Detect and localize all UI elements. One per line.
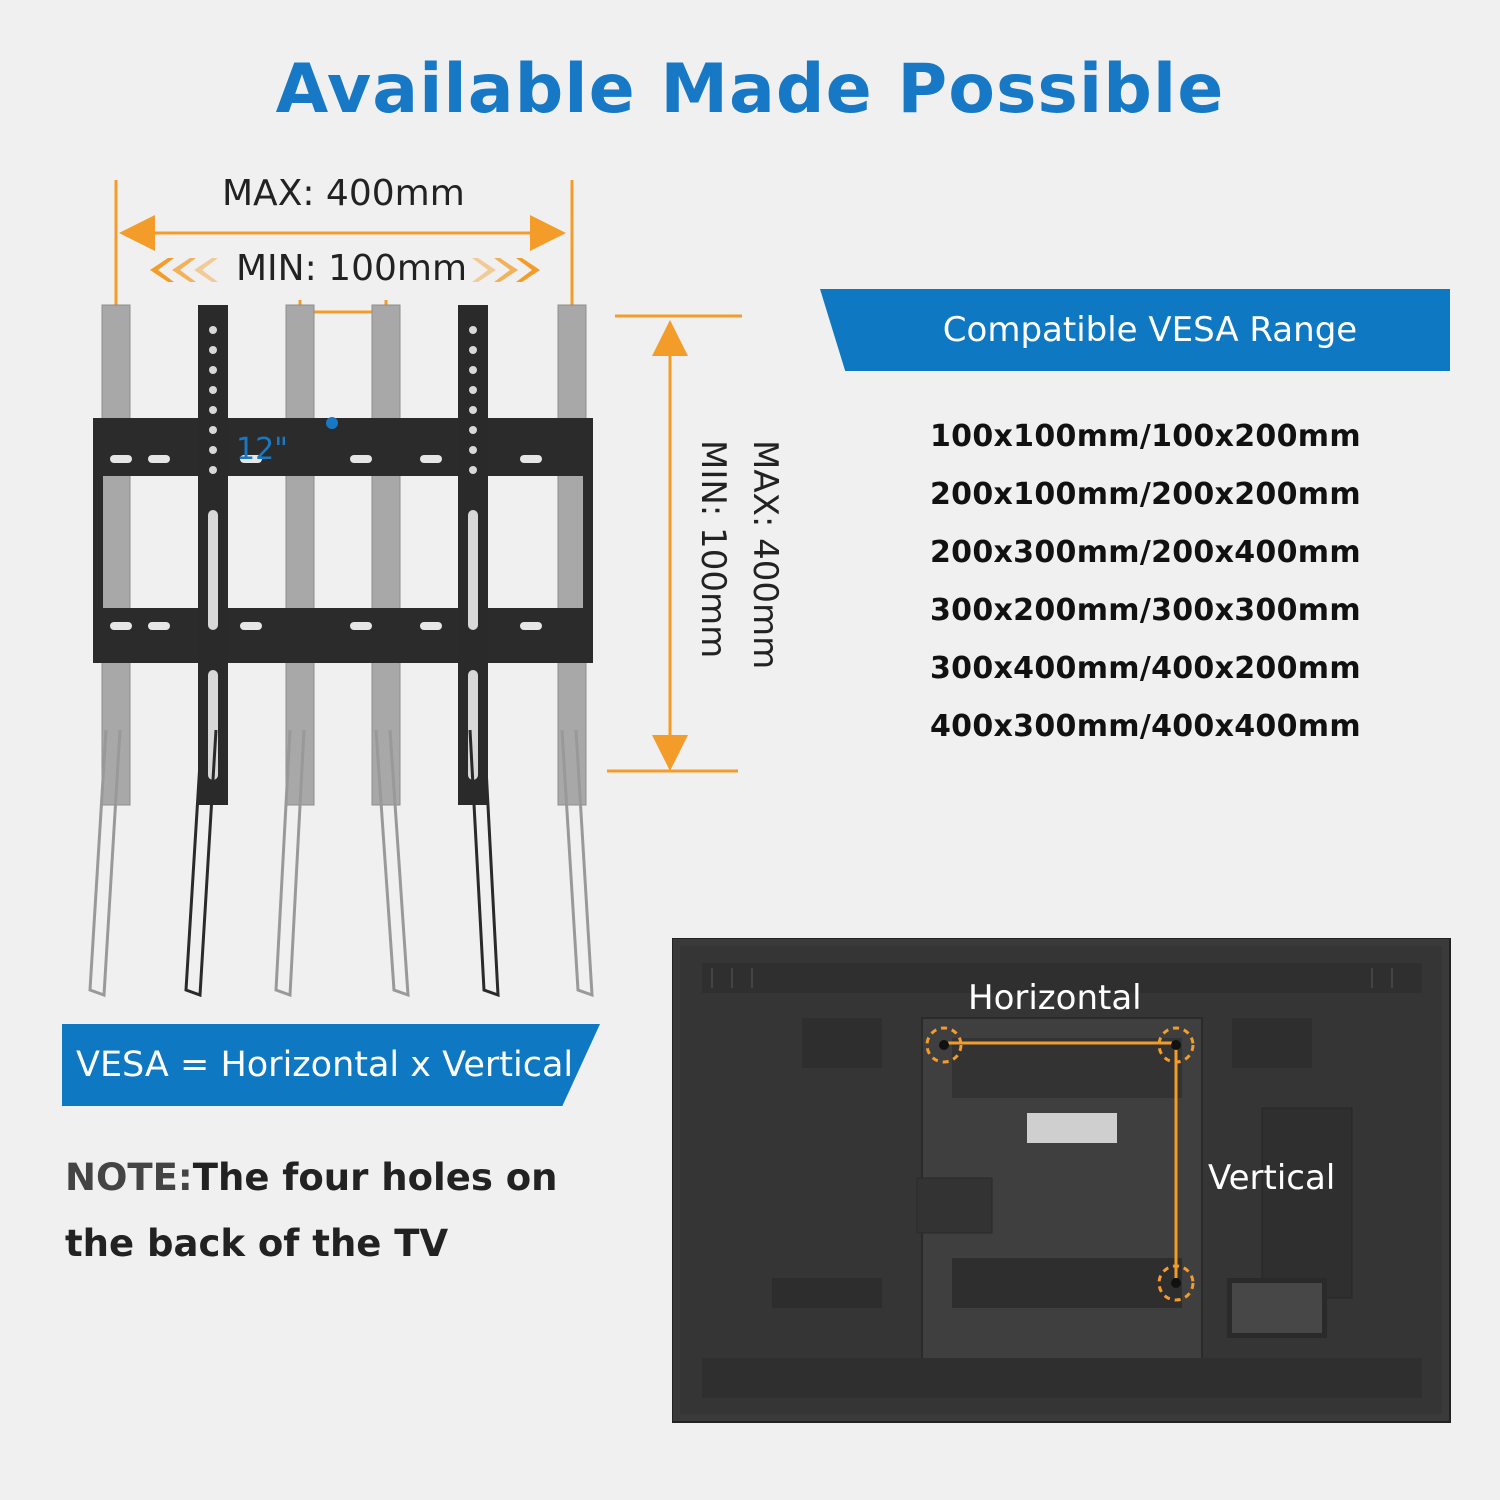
max-horizontal-dimension-line — [114, 180, 574, 315]
mount-arms — [198, 305, 488, 805]
page-title: Available Made Possible — [275, 50, 1225, 129]
vertical-dimension-lines — [607, 314, 742, 773]
max-vertical-label: MAX: 400mm — [745, 440, 785, 670]
vesa-hole-guides — [925, 1026, 1195, 1302]
min-vertical-label: MIN: 100mm — [693, 440, 733, 659]
wall-mount-diagram — [88, 180, 742, 998]
size-mark: 12" — [236, 432, 288, 467]
vertical-label: Vertical — [1208, 1158, 1336, 1198]
mount-strings — [184, 729, 500, 998]
faded-strings — [88, 729, 594, 998]
vesa-holes — [939, 1040, 1181, 1288]
left-chevrons-icon — [150, 258, 218, 282]
vesa-size-item: 300x400mm/400x200mm — [930, 651, 1361, 686]
faded-arms — [101, 304, 587, 806]
vesa-range-banner: Compatible VESA Range — [820, 289, 1450, 371]
note-text: The four holes on the back of the TV — [65, 1156, 558, 1265]
note-label: NOTE: — [65, 1156, 193, 1199]
vesa-formula-banner: VESA = Horizontal x Vertical — [62, 1024, 600, 1106]
wall-plate — [93, 417, 593, 663]
vesa-size-list: 100x100mm/100x200mm 200x100mm/200x200mm … — [930, 408, 1361, 756]
vesa-size-item: 200x100mm/200x200mm — [930, 477, 1361, 512]
vesa-size-item: 300x200mm/300x300mm — [930, 593, 1361, 628]
tv-back-illustration — [672, 938, 1451, 1423]
min-horizontal-label: MIN: 100mm — [236, 248, 468, 289]
vesa-formula-text: VESA = Horizontal x Vertical — [76, 1045, 574, 1085]
right-chevrons-icon — [472, 258, 540, 282]
horizontal-label: Horizontal — [968, 978, 1142, 1018]
note: NOTE:The four holes on the back of the T… — [65, 1145, 625, 1277]
max-horizontal-label: MAX: 400mm — [222, 173, 465, 214]
vesa-range-heading: Compatible VESA Range — [942, 310, 1358, 350]
vesa-size-item: 100x100mm/100x200mm — [930, 419, 1361, 454]
vesa-size-item: 200x300mm/200x400mm — [930, 535, 1361, 570]
vesa-size-item: 400x300mm/400x400mm — [930, 709, 1361, 744]
